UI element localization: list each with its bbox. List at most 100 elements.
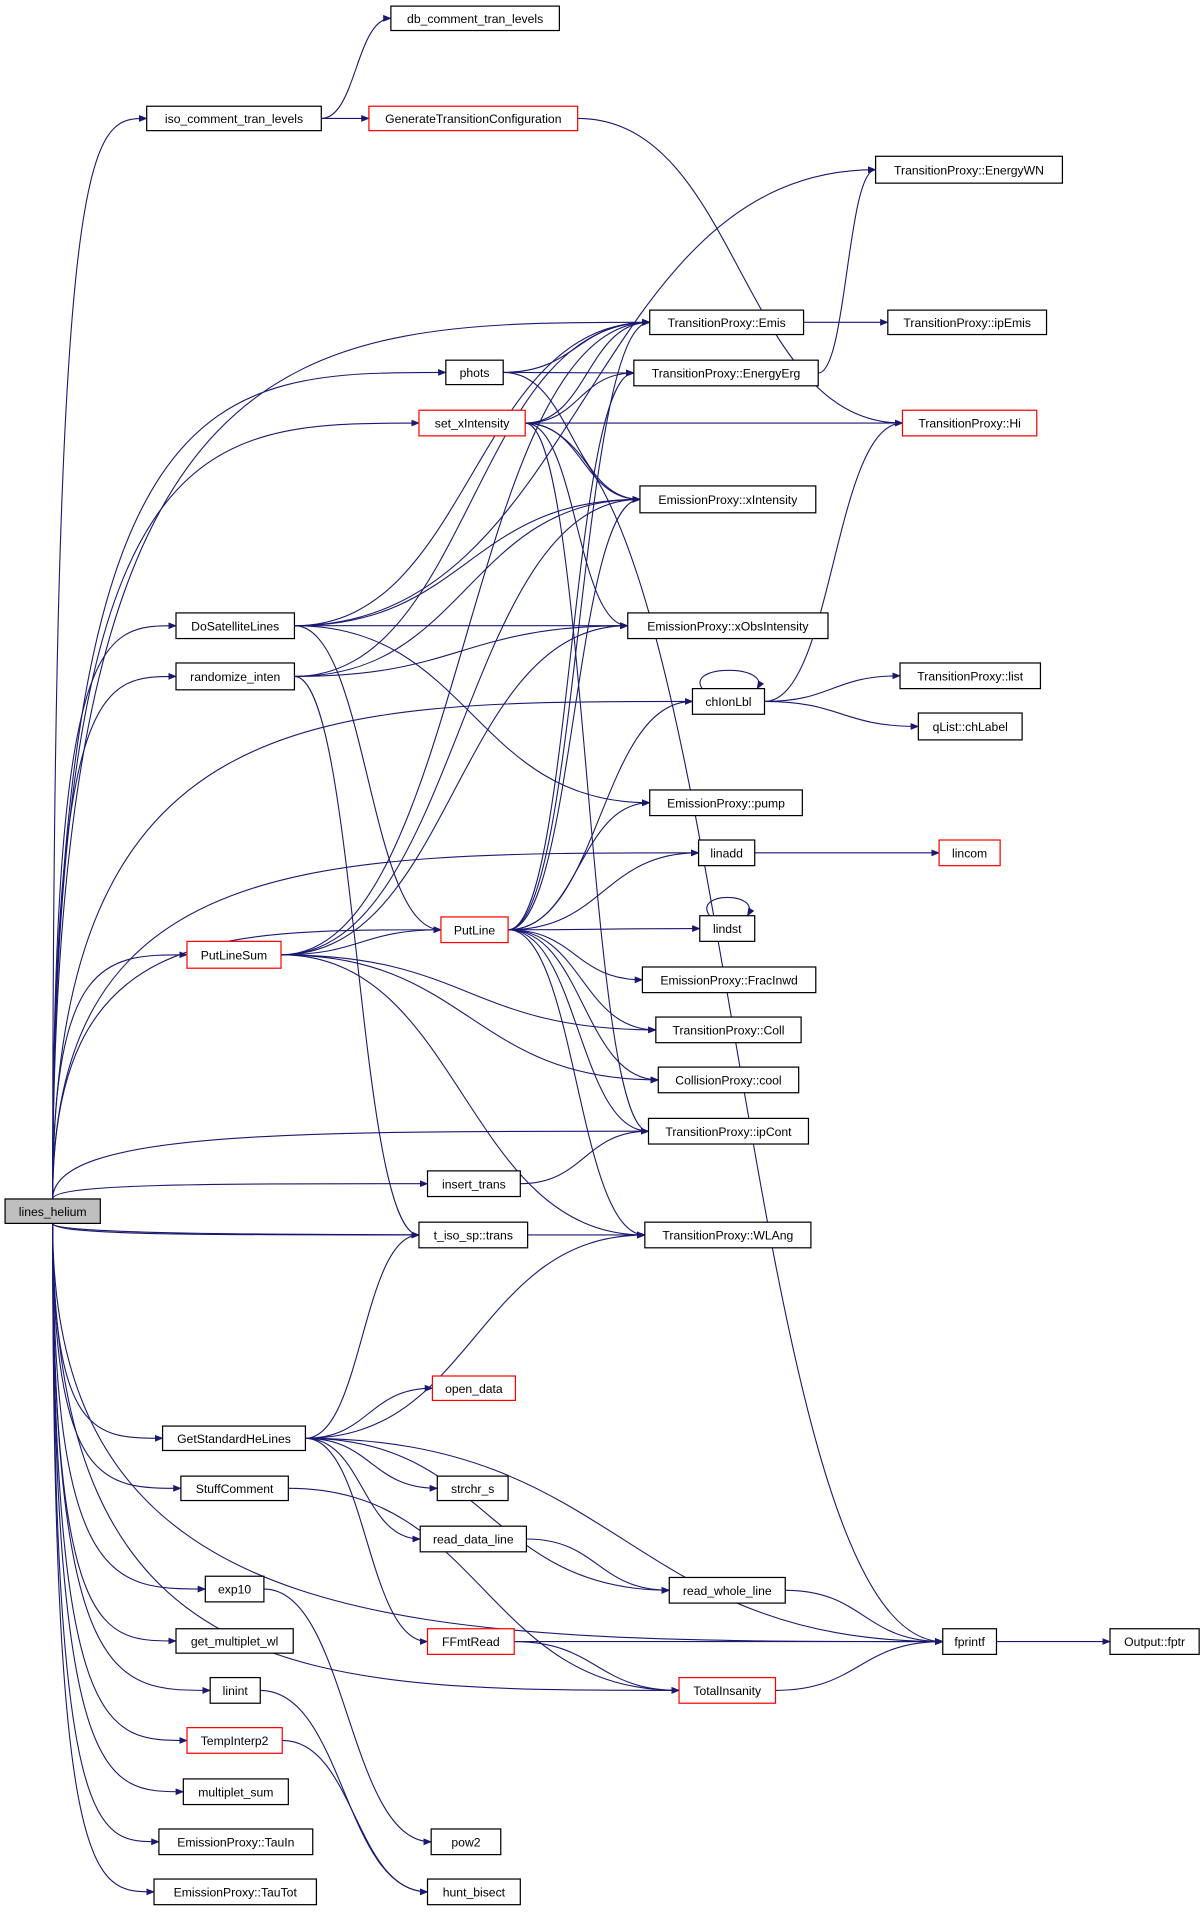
- edge-putline-to-transitionproxy-energyerg: [508, 369, 635, 931]
- edge-lines-helium-to-iso-comment-tran-levels: [52, 115, 148, 1199]
- node-label: EmissionProxy::TauTot: [174, 1885, 298, 1899]
- node-label: strchr_s: [451, 1482, 494, 1496]
- node-lindst[interactable]: lindst: [699, 915, 756, 942]
- node-hunt-bisect[interactable]: hunt_bisect: [426, 1878, 521, 1906]
- node-strchr-s[interactable]: strchr_s: [436, 1475, 509, 1502]
- node-lincom[interactable]: lincom: [938, 839, 1001, 867]
- node-collisionproxy-cool[interactable]: CollisionProxy::cool: [657, 1066, 800, 1094]
- edge-lines-helium-to-emissionproxy-tautot: [52, 1223, 155, 1896]
- node-phots[interactable]: phots: [445, 359, 504, 386]
- node-box: [182, 1778, 289, 1806]
- edge-lines-helium-to-chionlbl: [52, 698, 694, 1199]
- edge-lines-helium-to-get-multiplet-wl: [52, 1223, 177, 1645]
- node-transitionproxy-coll[interactable]: TransitionProxy::Coll: [655, 1016, 802, 1044]
- node-exp10[interactable]: exp10: [204, 1575, 265, 1603]
- node-box: [655, 1016, 802, 1044]
- node-emissionproxy-xintensity[interactable]: EmissionProxy::xIntensity: [639, 485, 817, 514]
- node-qlist-chlabel[interactable]: qList::chLabel: [917, 712, 1023, 741]
- edge-randomize-inten-to-emissionproxy-xintensity: [294, 495, 641, 677]
- edge-read-whole-line-to-fprintf: [785, 1589, 944, 1645]
- node-tempinterp2[interactable]: TempInterp2: [186, 1727, 283, 1754]
- node-generatetransitionconfiguration[interactable]: GenerateTransitionConfiguration: [368, 105, 579, 132]
- node-multiplet-sum[interactable]: multiplet_sum: [182, 1778, 289, 1806]
- node-label: exp10: [218, 1583, 251, 1597]
- node-linint[interactable]: linint: [209, 1676, 261, 1704]
- node-set-xintensity[interactable]: set_xIntensity: [418, 409, 526, 437]
- node-box: [209, 1676, 261, 1704]
- node-label: get_multiplet_wl: [191, 1635, 278, 1649]
- node-transitionproxy-ipemis[interactable]: TransitionProxy::ipEmis: [887, 309, 1048, 336]
- node-label: open_data: [445, 1382, 503, 1396]
- edge-dosatellitelines-to-putline: [294, 625, 442, 934]
- node-label: db_comment_tran_levels: [407, 12, 543, 26]
- node-emissionproxy-xobsintensity[interactable]: EmissionProxy::xObsIntensity: [627, 612, 829, 640]
- edge-getstandardhelines-to-open-data: [305, 1384, 434, 1439]
- node-ffmtread[interactable]: FFmtRead: [426, 1628, 515, 1655]
- node-label: GetStandardHeLines: [177, 1432, 291, 1446]
- node-box: [942, 1628, 998, 1655]
- node-transitionproxy-emis[interactable]: TransitionProxy::Emis: [649, 309, 805, 336]
- node-linadd[interactable]: linadd: [697, 839, 756, 867]
- node-label: TransitionProxy::list: [917, 669, 1023, 683]
- node-box: [419, 1525, 528, 1553]
- edge-putline-to-lindst: [508, 925, 701, 932]
- node-label: lindst: [713, 922, 742, 936]
- node-putline[interactable]: PutLine: [440, 916, 509, 944]
- node-label: TransitionProxy::Hi: [918, 417, 1021, 431]
- node-db-comment-tran-levels[interactable]: db_comment_tran_levels: [390, 5, 560, 32]
- node-box: [633, 359, 819, 387]
- node-chionlbl[interactable]: chIonLbl: [691, 688, 766, 715]
- node-pow2[interactable]: pow2: [430, 1828, 502, 1856]
- node-iso-comment-tran-levels[interactable]: iso_comment_tran_levels: [146, 105, 322, 132]
- node-emissionproxy-tautot[interactable]: EmissionProxy::TauTot: [153, 1878, 318, 1906]
- node-label: read_data_line: [433, 1533, 514, 1547]
- node-emissionproxy-tauin[interactable]: EmissionProxy::TauIn: [158, 1828, 314, 1856]
- node-fprintf[interactable]: fprintf: [942, 1628, 998, 1655]
- node-stuffcomment[interactable]: StuffComment: [180, 1475, 289, 1502]
- node-putlinesum[interactable]: PutLineSum: [186, 940, 282, 969]
- node-box: [426, 1170, 521, 1198]
- node-transitionproxy-ipcont[interactable]: TransitionProxy::ipCont: [647, 1117, 810, 1145]
- node-transitionproxy-energyerg[interactable]: TransitionProxy::EnergyErg: [633, 359, 819, 387]
- node-get-multiplet-wl[interactable]: get_multiplet_wl: [175, 1628, 294, 1654]
- node-getstandardhelines[interactable]: GetStandardHeLines: [161, 1425, 307, 1452]
- edge-chionlbl-to-qlist-chlabel: [764, 700, 920, 730]
- node-label: randomize_inten: [190, 670, 280, 684]
- node-transitionproxy-hi[interactable]: TransitionProxy::Hi: [901, 409, 1038, 437]
- edge-putline-to-transitionproxy-emis: [508, 318, 651, 931]
- node-box: [426, 1628, 515, 1655]
- node-emissionproxy-pump[interactable]: EmissionProxy::pump: [649, 789, 803, 817]
- node-box: [436, 1475, 509, 1502]
- node-box: [649, 309, 805, 336]
- node-transitionproxy-energywn[interactable]: TransitionProxy::EnergyWN: [874, 155, 1064, 184]
- node-label: EmissionProxy::xObsIntensity: [647, 619, 809, 633]
- node-insert-trans[interactable]: insert_trans: [426, 1170, 521, 1198]
- node-open-data[interactable]: open_data: [431, 1375, 517, 1402]
- node-box: [899, 662, 1042, 690]
- node-transitionproxy-wlang[interactable]: TransitionProxy::WLAng: [644, 1221, 812, 1249]
- node-output-fptr[interactable]: Output::fptr: [1109, 1628, 1200, 1655]
- edge-set-xintensity-to-transitionproxy-ipcont: [525, 422, 650, 1135]
- node-randomize-inten[interactable]: randomize_inten: [175, 662, 296, 691]
- edge-phots-to-emissionproxy-xintensity: [503, 371, 641, 503]
- node-box: [426, 1878, 521, 1906]
- node-label: linint: [223, 1684, 249, 1698]
- node-label: read_whole_line: [683, 1584, 772, 1598]
- node-totalinsanity[interactable]: TotalInsanity: [678, 1676, 777, 1704]
- node-transitionproxy-list[interactable]: TransitionProxy::list: [899, 662, 1042, 690]
- node-t-iso-sp-trans[interactable]: t_iso_sp::trans: [418, 1221, 529, 1249]
- node-label: CollisionProxy::cool: [675, 1074, 781, 1088]
- node-label: t_iso_sp::trans: [434, 1229, 513, 1243]
- node-read-data-line[interactable]: read_data_line: [419, 1525, 528, 1553]
- node-emissionproxy-fracinwd[interactable]: EmissionProxy::FracInwd: [641, 966, 817, 994]
- edge-insert-trans-to-transitionproxy-ipcont: [520, 1127, 650, 1185]
- edge-lines-helium-to-phots: [52, 368, 447, 1199]
- node-dosatellitelines[interactable]: DoSatelliteLines: [175, 612, 296, 640]
- node-box: [917, 712, 1023, 741]
- node-read-whole-line[interactable]: read_whole_line: [668, 1576, 786, 1604]
- edge-dosatellitelines-to-emissionproxy-xintensity: [294, 495, 641, 627]
- node-label: lincom: [952, 846, 987, 860]
- node-box: [644, 1221, 812, 1249]
- node-box: [668, 1576, 786, 1604]
- node-label: TotalInsanity: [693, 1684, 762, 1698]
